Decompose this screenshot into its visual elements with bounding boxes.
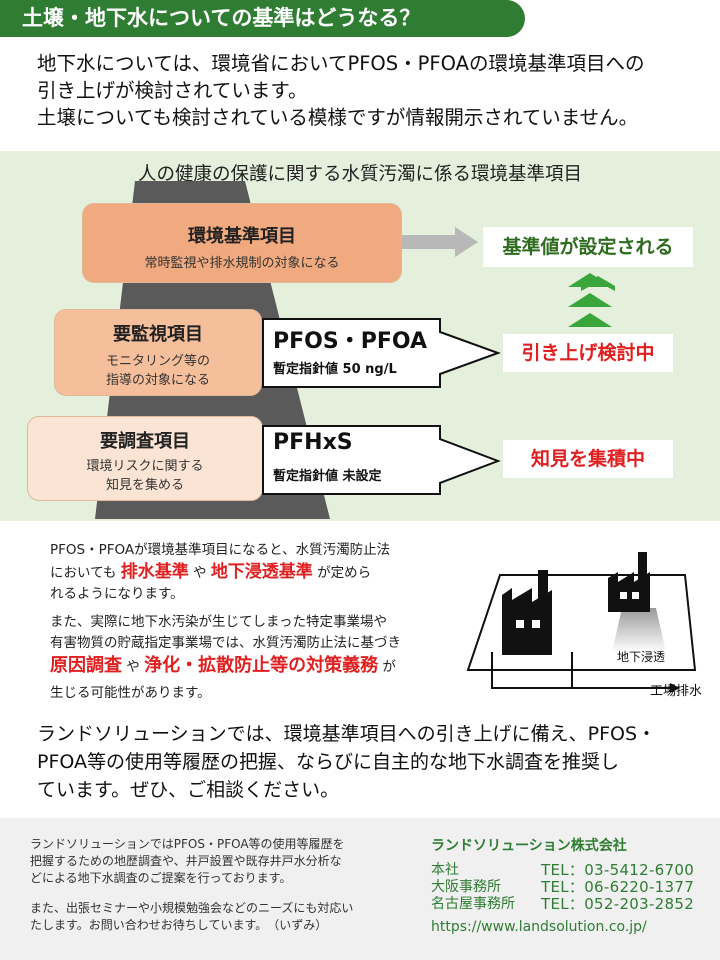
expl-p1-line-1: PFOS・PFOAが環境基準項目になると、水質汚濁防止法 — [50, 542, 391, 558]
expl-p2-line-4: 生じる可能性があります。 — [50, 685, 211, 701]
office-tel-hq: TEL：03-5412-6700 — [541, 861, 695, 879]
intro-line-2: 引き上げが検討されています。 — [37, 79, 308, 102]
footer-text-1: ランドソリューションではPFOS・PFOA等の使用等履歴を — [30, 837, 345, 851]
arrow-pfos-pfoa — [262, 318, 501, 388]
office-label-osaka: 大阪事務所 — [431, 879, 501, 895]
arrow-pfhxs — [262, 425, 501, 495]
expl-p1-line-2: においても 排水基準 や 地下浸透基準 が定めら — [50, 562, 371, 584]
intro-line-1: 地下水については、環境省においてPFOS・PFOAの環境基準項目への — [37, 52, 645, 75]
diagram-title: 人の健康の保護に関する水質汚濁に係る環境基準項目 — [137, 164, 582, 185]
chevron-up-icon — [568, 273, 615, 327]
emph-countermeasure-duty: 浄化・拡散防止等の対策義務 — [144, 655, 379, 676]
office-tel-nagoya: TEL：052-203-2852 — [541, 895, 695, 913]
pfhxs-guideline: 暫定指針値 未設定 — [273, 469, 382, 484]
closing-line-1: ランドソリューションでは、環境基準項目への引き上げに備え、PFOS・ — [37, 723, 657, 745]
tier-title: 要調査項目 — [100, 431, 190, 452]
box-arrows — [262, 318, 501, 495]
footer-text-4: また、出張セミナーや小規模勉強会などのニーズにも対応い — [30, 901, 354, 915]
tier-desc: 常時監視や排水規制の対象になる — [144, 256, 340, 271]
seepage-label: 地下浸透 — [617, 650, 666, 664]
website-link[interactable]: https://www.landsolution.co.jp/ — [431, 919, 647, 935]
pfhxs-label: PFHxS — [273, 430, 353, 455]
footer — [0, 818, 720, 960]
tier-title: 環境基準項目 — [188, 226, 296, 247]
tier-monitoring: 要監視項目 モニタリング等の 指導の対象になる — [54, 309, 262, 396]
expl-text: が — [382, 659, 396, 675]
expl-p2-line-3: 原因調査 や 浄化・拡散防止等の対策義務 が — [50, 655, 396, 678]
intro-line-3: 土壌についても検討されている模様ですが情報開示されていません。 — [37, 106, 639, 129]
factory-icon — [502, 570, 552, 655]
expl-text: においても — [50, 565, 117, 581]
gray-arrow — [402, 227, 478, 257]
footer-text-3: どによる地下水調査のご提案を行っております。 — [30, 871, 292, 885]
company-name: ランドソリューション株式会社 — [431, 838, 627, 854]
emph-discharge-standard: 排水基準 — [120, 562, 189, 582]
tier-environmental-standard: 環境基準項目 常時監視や排水規制の対象になる — [82, 203, 402, 283]
tier-desc-line-2: 指導の対象になる — [105, 373, 210, 388]
footer-text-5: たします。お問い合わせお待ちしています。 （いずみ） — [30, 918, 328, 932]
closing-line-3: ています。ぜひ、ご相談ください。 — [37, 779, 340, 801]
expl-text: や — [126, 659, 140, 675]
arrow-right-icon — [670, 683, 680, 693]
discharge-pipe — [491, 652, 670, 689]
expl-p1-line-3: れるようになります。 — [50, 586, 184, 602]
factory-icon — [608, 552, 650, 612]
result-collecting: 知見を集積中 — [503, 440, 673, 478]
seepage-area — [612, 608, 666, 652]
expl-text: や — [193, 565, 207, 581]
footer-text-2: 把握するための地歴調査や、井戸設置や既存井戸水分析な — [30, 854, 342, 868]
office-tel-osaka: TEL：06-6220-1377 — [541, 878, 695, 896]
office-label-nagoya: 名古屋事務所 — [431, 896, 515, 912]
pfos-pfoa-label: PFOS・PFOA — [273, 329, 427, 354]
header-bar — [0, 0, 525, 37]
tier-desc-line-1: モニタリング等の — [105, 354, 210, 369]
pfos-pfoa-guideline: 暫定指針値 50 ng/L — [273, 362, 397, 377]
office-label-hq: 本社 — [431, 862, 459, 878]
page-title: 土壌・地下水についての基準はどうなる？ — [22, 6, 421, 30]
tier-desc-line-2: 知見を集める — [105, 478, 184, 493]
closing-line-2: PFOA等の使用等履歴の把握、ならびに自主的な地下水調査を推奨し — [37, 751, 620, 773]
emph-seepage-standard: 地下浸透基準 — [210, 562, 313, 582]
tier-desc-line-1: 環境リスクに関する — [86, 459, 204, 474]
tier-research: 要調査項目 環境リスクに関する 知見を集める — [27, 416, 263, 501]
expl-p2-line-2: 有害物質の貯蔵指定事業場では、水質汚濁防止法に基づき — [50, 635, 401, 651]
discharge-label: 工場排水 — [650, 684, 703, 699]
emph-cause-investigation: 原因調査 — [50, 655, 122, 676]
result-under-review: 引き上げ検討中 — [503, 334, 673, 372]
result-standard-set: 基準値が設定される — [483, 227, 693, 267]
tier-title: 要監視項目 — [113, 324, 203, 345]
expl-p2-line-1: また、実際に地下水汚染が生じてしまった特定事業場や — [50, 614, 387, 630]
expl-text: が定めら — [317, 565, 372, 581]
factory-illustration — [466, 552, 697, 693]
